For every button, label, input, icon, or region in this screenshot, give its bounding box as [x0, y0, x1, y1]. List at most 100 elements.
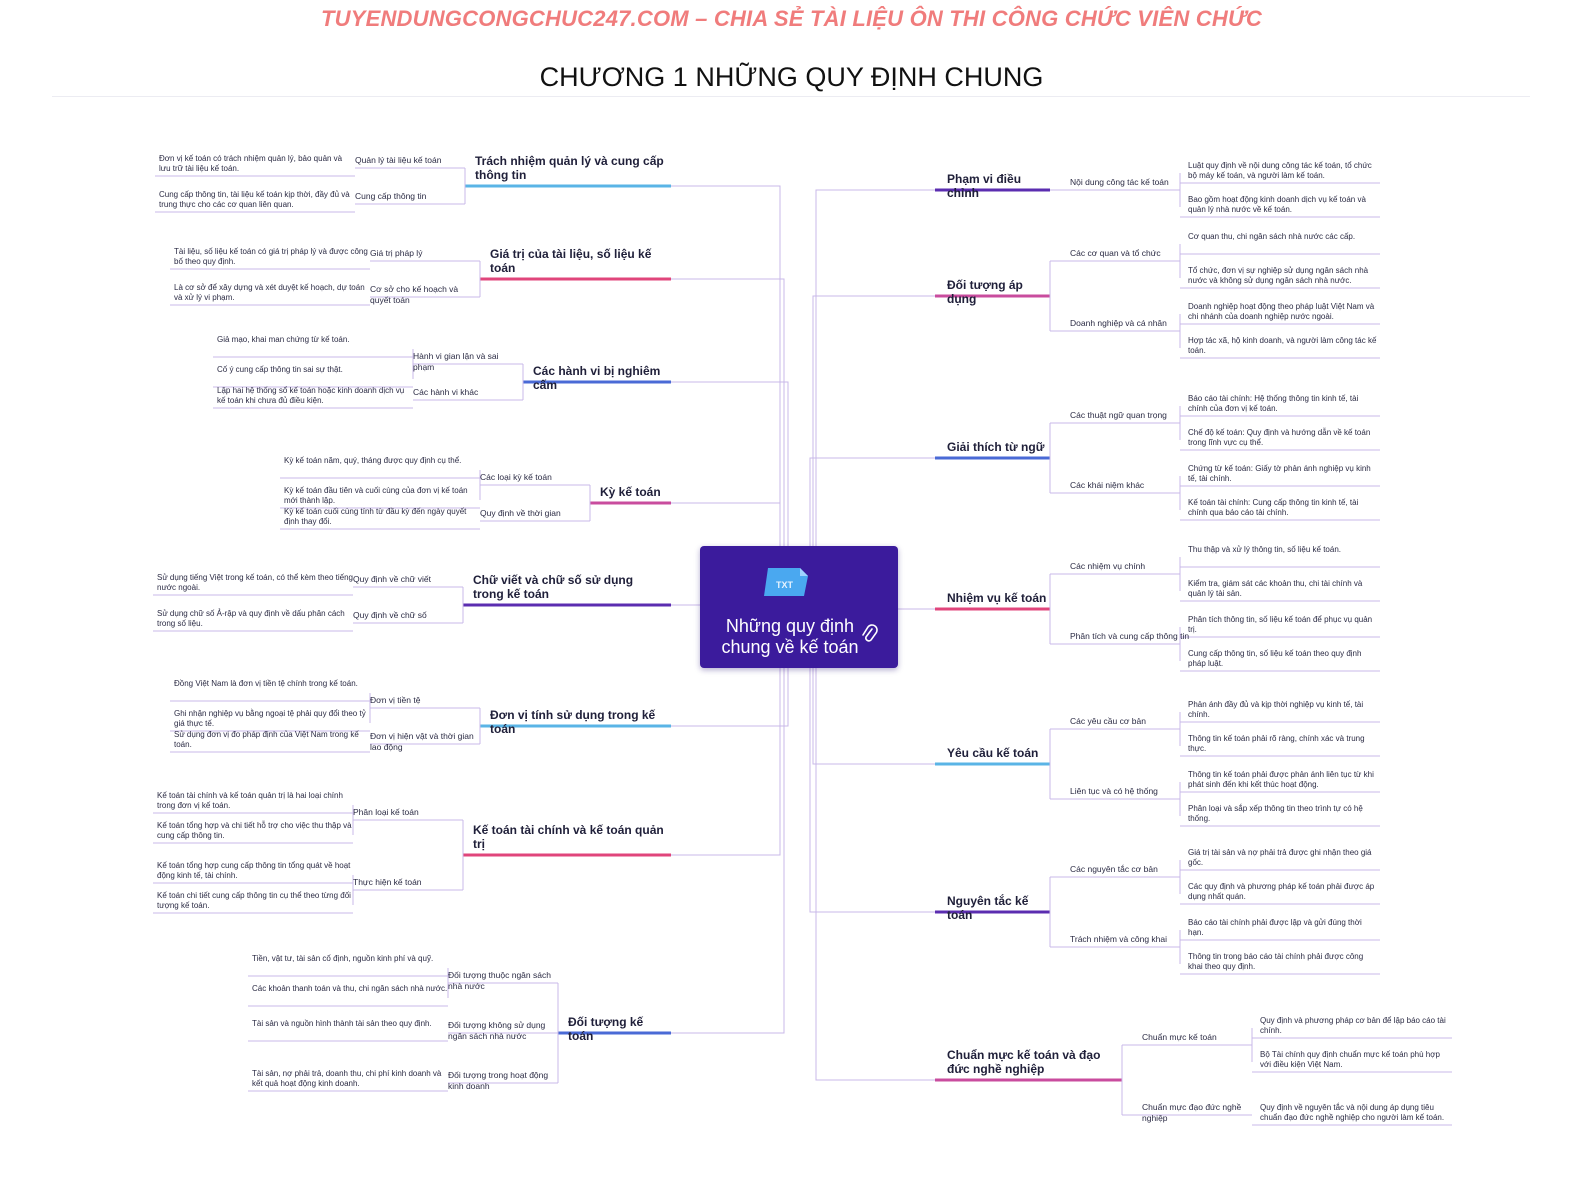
left-leaf-5-0-0: Đồng Việt Nam là đơn vị tiền tệ chính tr…: [174, 679, 358, 688]
left-subtopic-4-0: Quy định về chữ viết: [353, 574, 431, 584]
left-branch-7-trunk: [671, 608, 785, 1034]
left-branch-2-trunk: [671, 381, 789, 608]
left-subtopic-5-1: Đơn vị hiện vật và thời gian lao động: [370, 731, 474, 752]
left-main-topic-4: Chữ viết và chữ số sử dụng trong kế toán: [473, 573, 634, 601]
right-branch-6-trunk: [815, 608, 935, 1081]
page-title: CHƯƠNG 1 NHỮNG QUY ĐỊNH CHUNG: [539, 62, 1044, 92]
left-leaf-2-0-1: Cố ý cung cấp thông tin sai sự thật.: [217, 365, 343, 374]
right-leaf-5-0-1: Các quy định và phương pháp kế toán phải…: [1188, 882, 1375, 901]
right-main-topic-2: Giải thích từ ngữ: [947, 440, 1045, 454]
right-branch-5-trunk: [809, 608, 935, 913]
left-leaf-1-0-0: Tài liệu, số liệu kế toán có giá trị phá…: [174, 247, 368, 266]
right-subtopic-5-1: Trách nhiệm và công khai: [1070, 934, 1168, 944]
title-divider: [52, 96, 1530, 97]
right-leaf-0-0-0: Luật quy định về nội dung công tác kế to…: [1188, 161, 1372, 180]
right-subtopic-5-0: Các nguyên tắc cơ bản: [1070, 864, 1158, 874]
right-main-topic-4: Yêu cầu kế toán: [947, 746, 1039, 760]
right-leaf-5-1-0: Báo cáo tài chính phải được lập và gửi đ…: [1188, 918, 1362, 937]
left-leaf-0-0-0: Đơn vị kế toán có trách nhiệm quản lý, b…: [159, 154, 343, 173]
right-leaf-3-0-0: Thu thập và xử lý thông tin, số liệu kế …: [1188, 545, 1341, 554]
right-subtopic-6-1: Chuẩn mực đạo đức nghề nghiệp: [1142, 1102, 1242, 1123]
left-leaf-3-0-1: Kỳ kế toán đầu tiên và cuối cùng của đơn…: [284, 486, 468, 505]
watermark-banner: TUYENDUNGCONGCHUC247.COM – CHIA SẺ TÀI L…: [320, 6, 1263, 31]
left-leaf-3-0-0: Kỳ kế toán năm, quý, tháng được quy định…: [284, 456, 462, 465]
left-leaf-4-0-0: Sử dụng tiếng Việt trong kế toán, có thể…: [157, 573, 354, 592]
right-leaf-4-0-0: Phản ánh đầy đủ và kịp thời nghiệp vụ ki…: [1188, 700, 1364, 719]
svg-text:TXT: TXT: [776, 580, 794, 590]
left-leaf-7-0-0: Tiền, vật tư, tài sản cố định, nguồn kin…: [252, 954, 434, 963]
left-branch-0-trunk: [671, 185, 781, 608]
right-leaf-6-0-1: Bộ Tài chính quy định chuẩn mực kế toán …: [1260, 1050, 1440, 1069]
right-leaf-2-1-1: Kế toán tài chính: Cung cấp thông tin ki…: [1188, 498, 1359, 517]
right-subtopic-3-0: Các nhiệm vụ chính: [1070, 561, 1146, 571]
left-main-topic-6: Kế toán tài chính và kế toán quản trị: [473, 823, 664, 851]
right-leaf-1-0-0: Cơ quan thu, chi ngân sách nhà nước các …: [1188, 232, 1356, 241]
left-subtopic-0-0: Quản lý tài liệu kế toán: [355, 155, 442, 165]
central-topic-node[interactable]: TXT Những quy định chung về kế toán: [700, 546, 898, 668]
left-leaf-6-0-0: Kế toán tài chính và kế toán quản trị là…: [157, 791, 343, 810]
right-main-topic-1: Đối tượng áp dụng: [947, 278, 1023, 306]
right-subtopic-3-1: Phân tích và cung cấp thông tin: [1070, 631, 1190, 641]
left-subtopic-7-1: Đối tượng không sử dụng ngân sách nhà nư…: [448, 1020, 546, 1041]
left-main-topic-7: Đối tượng kế toán: [568, 1015, 644, 1043]
right-leaf-3-1-1: Cung cấp thông tin, số liệu kế toán theo…: [1188, 649, 1362, 668]
central-topic-label: Những quy định chung về kế toán: [721, 616, 859, 657]
right-subtopic-2-0: Các thuật ngữ quan trọng: [1070, 410, 1167, 420]
right-leaf-2-1-0: Chứng từ kế toán: Giấy tờ phản ánh nghiệ…: [1188, 464, 1371, 483]
left-leaf-6-1-1: Kế toán chi tiết cung cấp thông tin cụ t…: [157, 891, 351, 910]
right-leaf-5-1-1: Thông tin trong báo cáo tài chính phải đ…: [1188, 952, 1364, 971]
left-subtopic-3-0: Các loại kỳ kế toán: [480, 472, 552, 482]
left-subtopic-6-1: Thực hiện kế toán: [353, 877, 422, 887]
right-subtopic-0-0: Nội dung công tác kế toán: [1070, 177, 1169, 187]
left-leaf-5-0-1: Ghi nhận nghiệp vụ bằng ngoại tệ phải qu…: [174, 709, 366, 728]
left-branch-1-trunk: [671, 278, 785, 608]
left-leaf-4-1-0: Sử dụng chữ số Ả-rập và quy định về dấu …: [157, 609, 345, 628]
right-leaf-1-1-0: Doanh nghiệp hoạt động theo pháp luật Vi…: [1188, 302, 1375, 321]
left-leaf-7-1-0: Tài sản và nguồn hình thành tài sản theo…: [252, 1019, 432, 1028]
right-branch-0-trunk: [815, 189, 935, 608]
left-subtopic-1-0: Giá trị pháp lý: [370, 248, 423, 258]
right-leaf-6-1-0: Quy định về nguyên tắc và nội dung áp dụ…: [1260, 1103, 1445, 1122]
left-leaf-3-1-0: Kỳ kế toán cuối cùng tính từ đầu kỳ đến …: [284, 507, 467, 526]
left-subtopic-0-1: Cung cấp thông tin: [355, 191, 427, 201]
left-subtopic-6-0: Phân loại kế toán: [353, 807, 419, 817]
txt-file-icon: TXT: [764, 568, 808, 596]
left-leaf-5-1-0: Sử dụng đơn vị đo pháp định của Việt Nam…: [174, 730, 359, 749]
right-leaf-2-0-1: Chế độ kế toán: Quy định và hướng dẫn về…: [1188, 428, 1371, 447]
right-leaf-1-0-1: Tổ chức, đơn vị sự nghiệp sử dụng ngân s…: [1188, 266, 1369, 285]
left-main-topic-1: Giá trị của tài liệu, số liệu kế toán: [490, 247, 652, 275]
right-subtopic-4-0: Các yêu cầu cơ bản: [1070, 716, 1146, 726]
right-subtopic-6-0: Chuẩn mực kế toán: [1142, 1032, 1217, 1042]
left-leaf-0-1-0: Cung cấp thông tin, tài liệu kế toán kịp…: [159, 190, 350, 209]
right-main-topic-3: Nhiệm vụ kế toán: [947, 591, 1047, 605]
right-subtopic-1-0: Các cơ quan và tổ chức: [1070, 248, 1161, 258]
left-main-topic-3: Kỳ kế toán: [600, 485, 661, 499]
right-leaf-4-0-1: Thông tin kế toán phải rõ ràng, chính xá…: [1188, 734, 1365, 753]
right-main-topic-6: Chuẩn mực kế toán và đạo đức nghề nghiệp: [947, 1048, 1101, 1076]
right-subtopic-4-1: Liên tục và có hệ thống: [1070, 786, 1158, 796]
right-leaf-4-1-1: Phân loại và sắp xếp thông tin theo trìn…: [1188, 804, 1363, 823]
left-main-topic-5: Đơn vị tính sử dụng trong kế toán: [490, 708, 656, 736]
left-leaf-7-2-0: Tài sản, nợ phải trả, doanh thu, chi phí…: [252, 1069, 442, 1088]
right-leaf-3-1-0: Phân tích thông tin, số liệu kế toán để …: [1188, 615, 1373, 634]
right-leaf-4-1-0: Thông tin kế toán phải được phản ánh liê…: [1188, 770, 1374, 789]
left-main-topic-0: Trách nhiệm quản lý và cung cấp thông ti…: [475, 154, 664, 182]
left-branch-6-trunk: [671, 608, 781, 856]
right-subtopic-2-1: Các khái niệm khác: [1070, 480, 1145, 490]
left-leaf-1-1-0: Là cơ sở để xây dựng và xét duyệt kế hoạ…: [174, 283, 365, 302]
left-leaf-7-0-1: Các khoản thanh toán và thu, chi ngân sá…: [252, 984, 448, 993]
left-main-topic-2: Các hành vi bị nghiêm cấm: [533, 364, 661, 392]
right-main-topic-5: Nguyên tắc kế toán: [947, 894, 1029, 922]
left-leaf-2-1-0: Lập hai hệ thống sổ kế toán hoặc kinh do…: [217, 386, 405, 405]
left-subtopic-2-0: Hành vi gian lận và sai phạm: [413, 351, 499, 372]
paperclip-icon[interactable]: [860, 624, 878, 646]
left-subtopic-5-0: Đơn vị tiền tệ: [370, 695, 421, 705]
right-main-topic-0: Phạm vi điều chỉnh: [947, 172, 1022, 200]
left-subtopic-2-1: Các hành vi khác: [413, 387, 479, 397]
left-subtopic-7-2: Đối tượng trong hoạt động kinh doanh: [448, 1070, 549, 1091]
right-leaf-6-0-0: Quy định và phương pháp cơ bản để lập bá…: [1260, 1016, 1446, 1035]
right-leaf-5-0-0: Giá trị tài sản và nợ phải trả được ghi …: [1188, 848, 1372, 867]
right-leaf-0-0-1: Bao gồm hoạt động kinh doanh dịch vụ kế …: [1188, 195, 1366, 214]
right-leaf-1-1-1: Hợp tác xã, hộ kinh doanh, và người làm …: [1188, 336, 1377, 355]
